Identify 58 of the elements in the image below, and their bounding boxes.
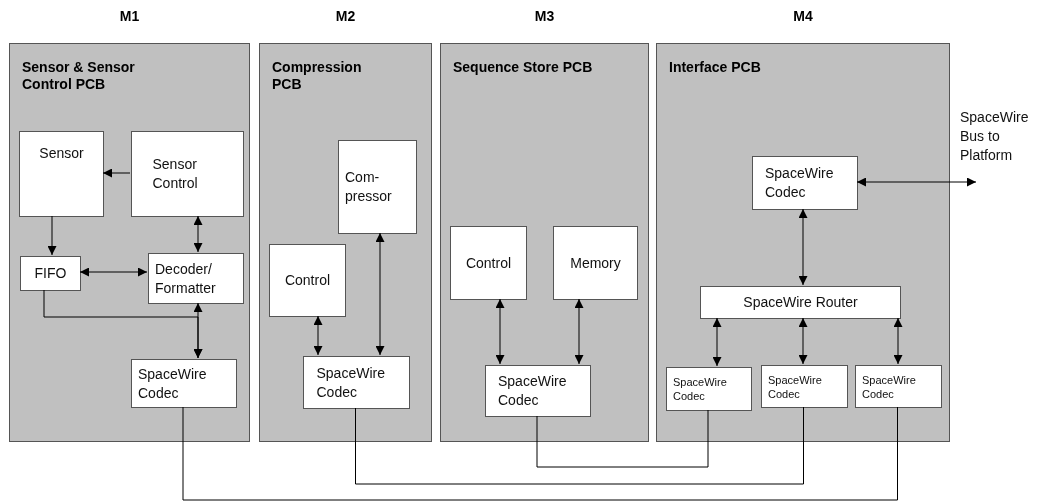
- component-label: SpaceWire Codec: [138, 364, 208, 403]
- arrow: [43, 289, 203, 359]
- component-label: Control: [465, 253, 512, 273]
- arrow: [102, 168, 131, 178]
- component-box: [700, 286, 901, 319]
- component-box: [450, 226, 527, 300]
- component-box: [131, 359, 237, 408]
- component-label: SpaceWire Codec: [765, 164, 835, 202]
- module-label: M4: [792, 8, 814, 24]
- component-label: SpaceWire Codec: [862, 372, 917, 401]
- board-heading: Interface PCB: [669, 59, 762, 76]
- arrow: [856, 177, 977, 187]
- module-label: M3: [533, 8, 556, 24]
- component-label: Sensor: [39, 144, 84, 163]
- component-box: [666, 367, 752, 411]
- component-box: [269, 244, 346, 317]
- component-label: SpaceWire Codec: [768, 372, 823, 401]
- component-box: [303, 356, 410, 409]
- arrow: [798, 208, 808, 286]
- arrow: [375, 232, 385, 356]
- arrow: [893, 317, 903, 365]
- component-box: [338, 140, 417, 234]
- module-label: M2: [334, 8, 357, 24]
- component-label: Memory: [570, 253, 621, 273]
- component-label: Decoder/ Formatter: [155, 259, 217, 298]
- component-box: [855, 365, 942, 408]
- component-label: SpaceWire Codec: [316, 363, 386, 402]
- connector-line: [536, 409, 709, 468]
- component-label: Com- pressor: [345, 168, 393, 206]
- component-label: Control: [284, 271, 331, 290]
- component-label: FIFO: [34, 264, 67, 283]
- board-heading: Compression PCB: [272, 59, 363, 93]
- module-label: M1: [118, 8, 141, 24]
- arrow: [313, 315, 323, 356]
- component-label: SpaceWire Codec: [498, 372, 568, 410]
- component-box: [131, 131, 244, 217]
- connector-line: [355, 406, 804, 485]
- board-heading: Sensor & Sensor Control PCB: [22, 59, 136, 93]
- board-heading: Sequence Store PCB: [453, 59, 593, 76]
- component-box: [19, 131, 104, 217]
- component-box: [553, 226, 638, 300]
- component-box: [20, 256, 81, 291]
- component-box: [752, 156, 858, 210]
- arrow: [47, 215, 57, 256]
- component-label: SpaceWire Router: [743, 293, 858, 312]
- component-box: [485, 365, 591, 417]
- arrow: [193, 215, 203, 253]
- connector-line: [182, 406, 898, 501]
- component-box: [761, 365, 848, 408]
- arrow: [798, 317, 808, 365]
- arrow: [574, 298, 584, 365]
- arrow: [79, 267, 148, 277]
- component-label: Sensor Control: [152, 155, 199, 193]
- component-box: [148, 253, 244, 304]
- arrow: [712, 317, 722, 367]
- component-label: SpaceWire Codec: [673, 375, 728, 403]
- arrow: [495, 298, 505, 365]
- bus-label: SpaceWire Bus to Platform: [960, 108, 1030, 165]
